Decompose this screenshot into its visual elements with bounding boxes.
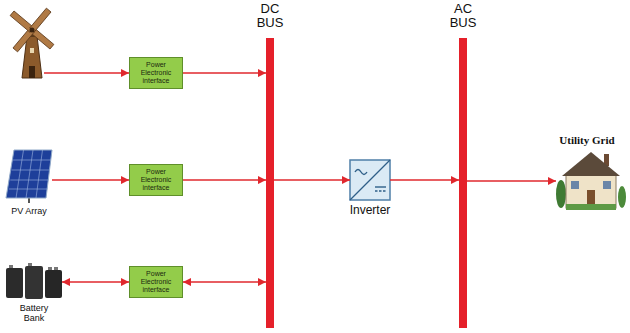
- battery-bank-icon: [6, 263, 62, 299]
- ac-bus: AC BUS: [443, 2, 483, 328]
- node-label: Utility Grid: [545, 134, 629, 147]
- box-label: Power Electronic interface: [133, 168, 179, 192]
- bus-label: AC BUS: [443, 2, 483, 31]
- utility-grid: Utility Grid: [545, 134, 629, 147]
- inverter: Inverter: [335, 204, 405, 218]
- power-flow-arrow: [390, 179, 459, 181]
- wind-arrow: [44, 72, 129, 74]
- power-flow-arrow: [467, 180, 556, 182]
- power-flow-arrow: [183, 179, 266, 181]
- power-flow-arrow: [274, 179, 350, 181]
- pv-array: PV Array: [1, 206, 57, 216]
- bus-label: DC BUS: [250, 2, 290, 31]
- bus-bar: [459, 38, 467, 328]
- power-flow-arrow: [62, 281, 129, 283]
- pv-panel-icon: [6, 150, 52, 203]
- power-flow-arrow: [183, 72, 266, 74]
- power-electronic-box: Power Electronic interface: [129, 164, 183, 196]
- inverter-icon: [350, 160, 390, 200]
- box-label: Power Electronic interface: [133, 270, 179, 294]
- wind-turbine-icon: [10, 8, 54, 78]
- power-flow-arrow: [183, 281, 266, 283]
- power-electronic-box: Power Electronic interface: [129, 57, 183, 89]
- bus-bar: [266, 38, 274, 328]
- house-icon: [556, 152, 626, 210]
- power-flow-arrow: [52, 179, 129, 181]
- box-label: Power Electronic interface: [133, 61, 179, 85]
- power-electronic-box: Power Electronic interface: [129, 266, 183, 298]
- node-label: Battery Bank: [14, 303, 54, 324]
- battery-bank: Battery Bank: [14, 303, 54, 324]
- node-label: Inverter: [335, 204, 405, 218]
- dc-bus: DC BUS: [250, 2, 290, 328]
- node-label: PV Array: [1, 206, 57, 216]
